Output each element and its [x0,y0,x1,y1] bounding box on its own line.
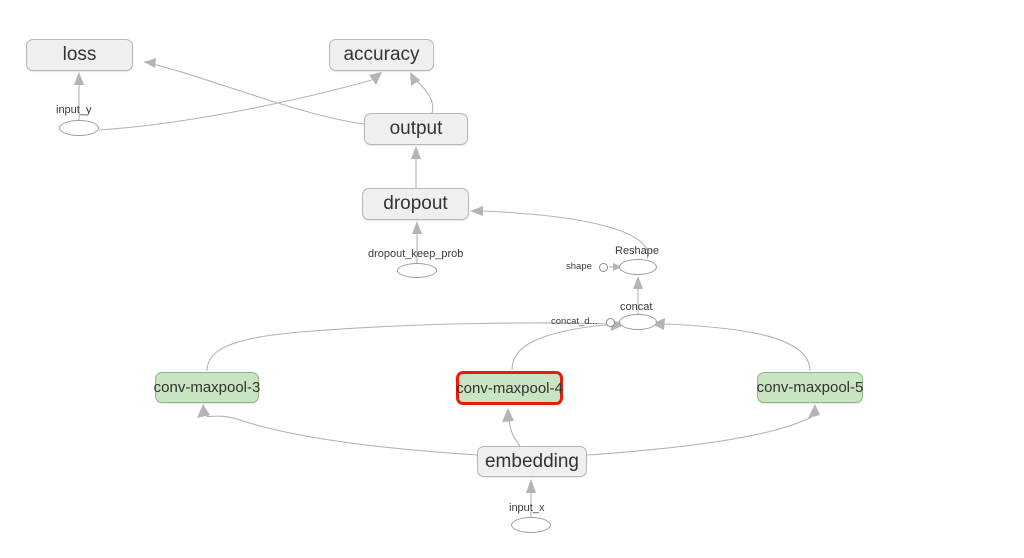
edge-reshape-to-dropout-arrow [470,206,483,216]
op-node-Reshape[interactable] [619,259,657,275]
edge-cmp5-to-concat-arrow [652,318,665,330]
edge-cmp4-to-concat [511,324,613,371]
edge-embedding-to-cmp5 [586,415,813,456]
node-dropout-label: dropout [383,193,448,214]
const-label-shape: shape [566,261,592,272]
op-label-input_y: input_y [56,104,92,116]
edge-embedding-to-cmp4-arrow [502,408,514,422]
node-conv-maxpool-5[interactable]: conv-maxpool-5 [757,372,863,403]
const-label-concat-dim: concat_d... [551,316,598,327]
node-loss-label: loss [62,44,97,65]
node-conv-maxpool-3-label: conv-maxpool-3 [153,379,261,396]
node-accuracy-label: accuracy [343,44,420,65]
node-conv-maxpool-4-label: conv-maxpool-4 [456,379,563,397]
node-dropout[interactable]: dropout [362,188,469,220]
edge-embedding-to-cmp3-arrow [197,404,210,418]
node-embedding[interactable]: embedding [477,446,587,477]
edge-embedding-to-cmp5-arrow [808,404,820,418]
node-loss[interactable]: loss [26,39,133,71]
node-conv-maxpool-3[interactable]: conv-maxpool-3 [153,372,261,403]
node-accuracy[interactable]: accuracy [329,39,434,71]
op-node-input_x[interactable] [511,517,551,533]
edge-concat-to-reshape-arrow [633,276,643,289]
node-embedding-label: embedding [484,450,580,472]
edge-dropout-to-output-arrow [411,146,421,159]
edge-embedding-to-cmp4 [508,419,521,447]
edge-shape-to-reshape-arrow [613,263,622,271]
edge-embedding-to-cmp3 [205,415,478,456]
node-conv-maxpool-4[interactable]: conv-maxpool-4 [456,371,563,405]
op-node-dropout_keep_prob[interactable] [397,263,437,278]
op-label-concat: concat [620,301,653,313]
edge-keep_prob-to-dropout-arrow [412,221,422,234]
op-node-input_y[interactable] [59,120,99,136]
edge-reshape-to-dropout [481,210,649,260]
op-label-input_x: input_x [509,502,545,514]
node-output-label: output [389,118,443,139]
edge-output-to-loss-arrow [144,58,156,68]
node-conv-maxpool-5-label: conv-maxpool-5 [756,379,864,396]
edge-output-to-loss [143,61,365,125]
edge-input_y-to-loss-arrow [74,72,84,85]
edge-input_x-to-embedding-arrow [526,479,536,493]
edge-input_y-to-accuracy [98,79,373,131]
op-label-Reshape: Reshape [615,245,660,257]
edge-cmp3-to-concat [206,322,613,372]
edge-input_y-to-accuracy-arrow [369,72,382,85]
edge-output-to-accuracy-arrow [410,72,420,86]
const-node-shape[interactable] [599,263,608,272]
op-label-dropout_keep_prob: dropout_keep_prob [368,248,464,260]
node-output[interactable]: output [364,113,468,145]
edge-cmp5-to-concat [659,323,811,372]
op-node-concat[interactable] [619,314,657,330]
const-node-concat-dim[interactable] [606,318,615,327]
edge-output-to-accuracy [415,79,434,114]
